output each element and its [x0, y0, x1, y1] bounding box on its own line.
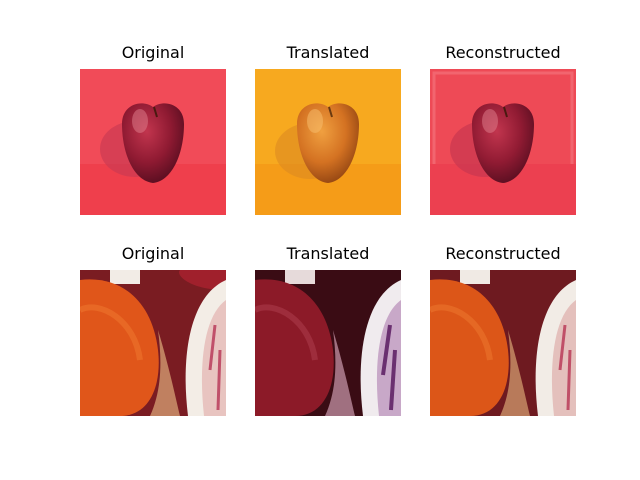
panel-title: Reconstructed	[445, 244, 561, 263]
panel-title: Translated	[286, 43, 370, 62]
panel-title: Original	[121, 244, 185, 263]
panel-title: Translated	[286, 244, 370, 263]
translated-citrus-image	[255, 270, 401, 416]
original-apple-image	[80, 69, 226, 215]
reconstructed-apple-image	[430, 69, 576, 215]
reconstructed-citrus-image	[430, 270, 576, 416]
translated-apple-image	[255, 69, 401, 215]
original-citrus-image	[80, 270, 226, 416]
panel-title: Original	[121, 43, 185, 62]
panel-title: Reconstructed	[445, 43, 561, 62]
